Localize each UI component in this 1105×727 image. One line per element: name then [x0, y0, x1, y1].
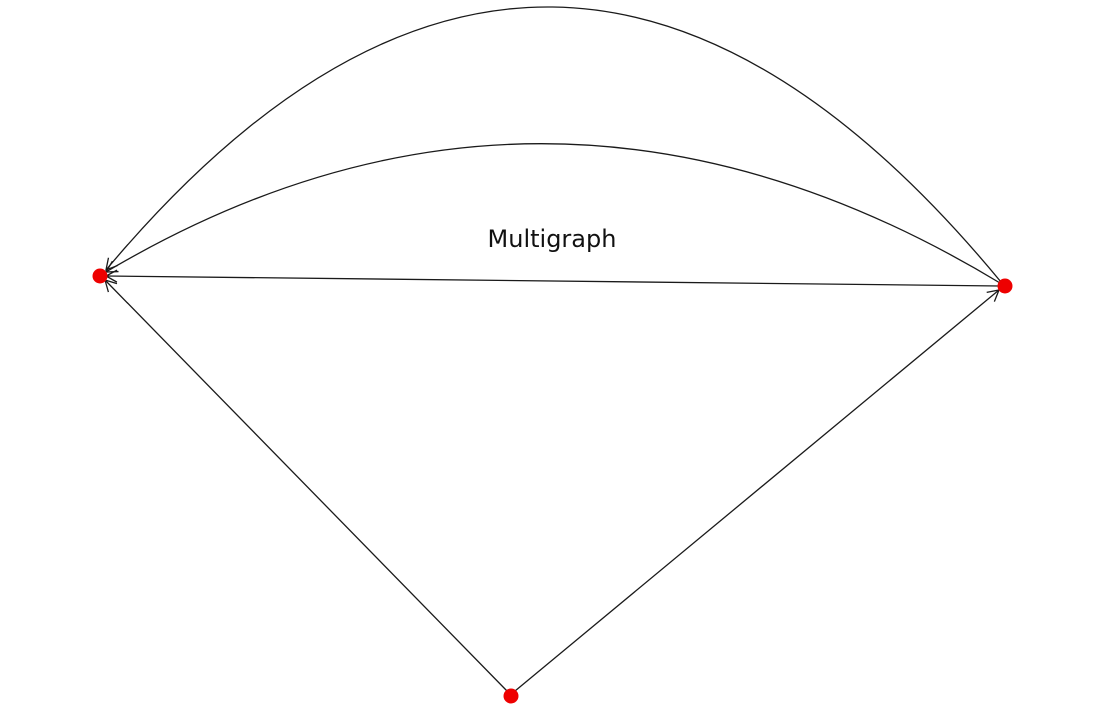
- edge-right-to-left-straight: [104, 269, 1001, 287]
- node-right: [997, 278, 1013, 294]
- graph-title: Multigraph: [488, 225, 617, 253]
- edge-bottom-to-right: [514, 289, 1001, 692]
- node-bottom: [503, 688, 519, 704]
- edge-right-to-left-outer: [105, 6, 1002, 283]
- node-left: [92, 268, 108, 284]
- edge-bottom-to-left: [104, 279, 509, 693]
- nodes-layer: [92, 268, 1013, 704]
- edges-layer: [104, 6, 1002, 693]
- edge-right-to-left-inner: [104, 143, 1001, 284]
